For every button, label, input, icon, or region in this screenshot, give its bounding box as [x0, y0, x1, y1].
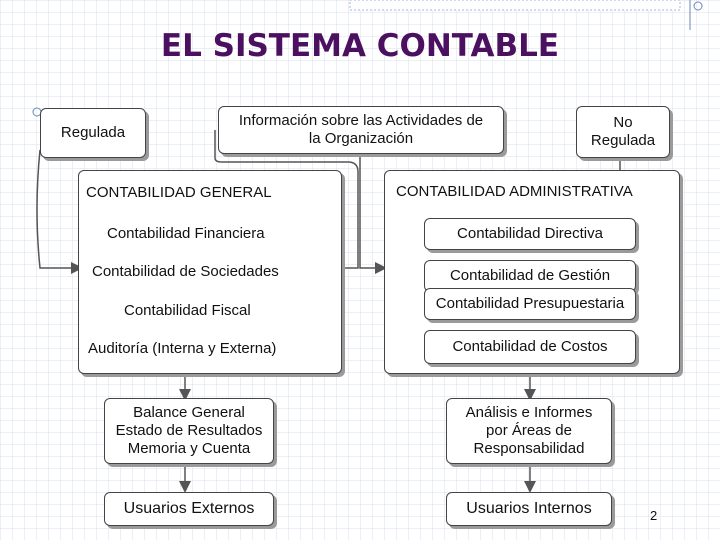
admin-item-box-3: Contabilidad Presupuestaria	[424, 288, 636, 320]
admin-output-line-2: por Áreas de	[486, 422, 572, 439]
admin-item-box-2: Contabilidad de Gestión	[424, 260, 636, 292]
admin-output-box: Análisis e Informes por Áreas de Respons…	[446, 398, 612, 464]
general-item-2: Contabilidad de Sociedades	[92, 263, 279, 280]
admin-item-box-4: Contabilidad de Costos	[424, 330, 636, 364]
general-output-line-2: Estado de Resultados	[115, 422, 263, 439]
usuarios-internos-box: Usuarios Internos	[446, 492, 612, 526]
no-regulada-line-2: Regulada	[590, 132, 656, 149]
general-item-1: Contabilidad Financiera	[107, 225, 265, 242]
regulada-box: Regulada	[40, 108, 146, 158]
admin-item-3: Contabilidad Presupuestaria	[435, 295, 625, 312]
contabilidad-administrativa-heading: CONTABILIDAD ADMINISTRATIVA	[396, 183, 633, 200]
admin-item-box-1: Contabilidad Directiva	[424, 218, 636, 250]
usuarios-externos-label: Usuarios Externos	[123, 500, 255, 518]
usuarios-internos-label: Usuarios Internos	[466, 500, 592, 518]
no-regulada-line-1: No	[613, 114, 633, 131]
contabilidad-general-panel	[78, 170, 342, 374]
general-item-4: Auditoría (Interna y Externa)	[88, 340, 277, 357]
no-regulada-box: No Regulada	[576, 106, 670, 158]
page-number: 2	[650, 508, 658, 523]
general-output-line-3: Memoria y Cuenta	[127, 440, 251, 457]
admin-item-2: Contabilidad de Gestión	[449, 267, 611, 284]
general-output-line-1: Balance General	[133, 404, 245, 421]
general-output-box: Balance General Estado de Resultados Mem…	[104, 398, 274, 464]
admin-output-line-1: Análisis e Informes	[465, 404, 593, 421]
general-item-3: Contabilidad Fiscal	[124, 302, 251, 319]
informacion-box: Información sobre las Actividades de la …	[218, 106, 504, 154]
regulada-label: Regulada	[60, 124, 126, 141]
admin-item-1: Contabilidad Directiva	[457, 225, 603, 242]
page-title: EL SISTEMA CONTABLE	[160, 28, 560, 64]
usuarios-externos-box: Usuarios Externos	[104, 492, 274, 526]
admin-item-4: Contabilidad de Costos	[452, 338, 608, 355]
informacion-line-2: la Organización	[308, 130, 414, 147]
admin-output-line-3: Responsabilidad	[473, 440, 585, 457]
informacion-line-1: Información sobre las Actividades de	[238, 112, 484, 129]
contabilidad-general-heading: CONTABILIDAD GENERAL	[86, 184, 272, 201]
